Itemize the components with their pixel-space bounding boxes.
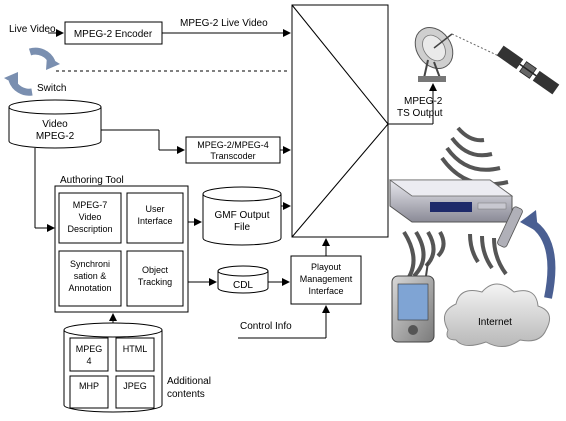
mpeg4-label-1: MPEG [76, 344, 103, 354]
live-video-label: Live Video [9, 24, 56, 35]
mpeg4-label-2: 4 [86, 356, 91, 366]
user-interface-label-2: Interface [137, 216, 172, 226]
sync-label-1: Synchroni [70, 259, 110, 269]
playout-label-2: Management [300, 274, 353, 284]
object-tracking-box [126, 250, 184, 307]
transcoder-label-1: MPEG-2/MPEG-4 [197, 140, 269, 150]
jpeg-label: JPEG [123, 381, 147, 391]
gmf-label-1: GMF Output [214, 210, 269, 221]
object-tracking-label-2: Tracking [138, 277, 172, 287]
uplink-dashed-line [451, 33, 521, 67]
sync-label-3: Annotation [68, 283, 111, 293]
playout-label-1: Playout [311, 262, 342, 272]
remote-control-icon [497, 206, 523, 248]
set-top-box-icon [388, 179, 514, 223]
internet-to-stb-arrow [527, 218, 556, 299]
switch-icon [4, 47, 60, 96]
pda-device-icon [391, 261, 435, 343]
cdl-label: CDL [233, 280, 253, 291]
playout-label-3: Interface [308, 286, 343, 296]
encoder-output-label: MPEG-2 Live Video [180, 18, 268, 29]
transcoder-label-2: Transcoder [210, 151, 255, 161]
object-tracking-label-1: Object [142, 265, 169, 275]
multiplexer [291, 4, 389, 238]
mpeg7-box [58, 192, 122, 244]
internet-arrowhead [520, 210, 538, 232]
additional-caption-2: contents [167, 389, 205, 400]
ts-output-label-1: MPEG-2 [404, 96, 443, 107]
internet-label: Internet [478, 317, 512, 328]
html-content-box [115, 337, 155, 372]
mpeg7-label-2: Video [79, 212, 102, 222]
cdl-storage [217, 265, 269, 294]
jpeg-content-box [115, 375, 155, 409]
mpeg7-label-1: MPEG-7 [73, 200, 108, 210]
stb-wireless-waves [400, 230, 446, 288]
satellite-broadcast-waves [440, 126, 509, 187]
mhp-label: MHP [79, 381, 99, 391]
satellite-icon [496, 45, 560, 95]
mhp-content-box [69, 375, 109, 409]
gmf-label-2: File [234, 222, 251, 233]
user-interface-box [126, 192, 184, 244]
sync-annotation-box [58, 250, 122, 307]
satellite-dish-icon [414, 27, 454, 82]
gmf-output-file [202, 186, 282, 246]
stb-internet-waves [468, 233, 508, 276]
switch-label: Switch [37, 83, 66, 94]
internet-cloud-icon [443, 283, 551, 347]
ts-output-label-2: TS Output [397, 108, 443, 119]
additional-caption-1: Additional [167, 376, 211, 387]
authoring-tool-title: Authoring Tool [60, 175, 124, 186]
video-database [8, 99, 102, 149]
control-info-label: Control Info [240, 321, 292, 332]
user-interface-label-1: User [145, 204, 164, 214]
sync-label-2: sation & [74, 271, 107, 281]
video-db-label-1: Video [42, 119, 68, 130]
mpeg7-label-3: Description [67, 224, 112, 234]
html-label: HTML [123, 344, 148, 354]
mpeg4-content-box [69, 337, 109, 372]
mpeg2-encoder-label: MPEG-2 Encoder [74, 29, 153, 40]
video-db-label-2: MPEG-2 [36, 131, 75, 142]
